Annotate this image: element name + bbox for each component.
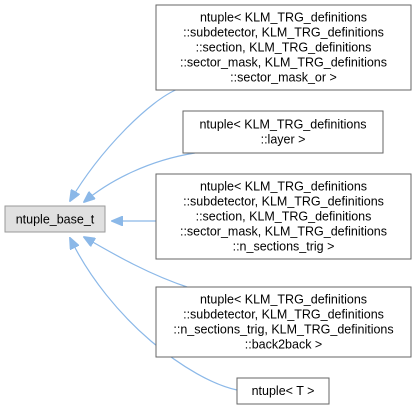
inheritance-edge-ntuple-back2back bbox=[84, 237, 191, 289]
class-node-box bbox=[155, 4, 412, 91]
class-node-label-line: ::subdetector, KLM_TRG_definitions bbox=[183, 195, 384, 209]
class-node-ntuple-t[interactable]: ntuple< T > bbox=[236, 377, 330, 405]
class-node-label-line: ::section, KLM_TRG_definitions bbox=[196, 210, 372, 224]
class-node-box bbox=[182, 110, 384, 154]
class-nodes: ntuple_base_t ntuple< KLM_TRG_definitions… bbox=[4, 4, 412, 405]
class-node-label-line: ntuple< KLM_TRG_definitions bbox=[200, 11, 367, 25]
class-node-label-line: ::section, KLM_TRG_definitions bbox=[196, 41, 372, 55]
base-class-node[interactable]: ntuple_base_t bbox=[4, 205, 106, 233]
class-node-label-line: ::subdetector, KLM_TRG_definitions bbox=[183, 26, 384, 40]
class-node-ntuple-back2back[interactable]: ntuple< KLM_TRG_definitions::subdetector… bbox=[155, 286, 412, 358]
base-class-label: ntuple_base_t bbox=[16, 213, 95, 227]
class-node-label-line: ::sector_mask, KLM_TRG_definitions bbox=[180, 56, 387, 70]
class-node-label-line: ::sector_mask, KLM_TRG_definitions bbox=[180, 225, 387, 239]
inheritance-edge-ntuple-layer bbox=[84, 152, 196, 202]
class-node-label-line: ::n_sections_trig > bbox=[233, 240, 335, 254]
class-node-label-line: ntuple< T > bbox=[252, 384, 315, 398]
class-node-label-line: ::subdetector, KLM_TRG_definitions bbox=[183, 308, 384, 322]
base-class-box bbox=[4, 205, 106, 233]
class-node-box bbox=[155, 286, 412, 358]
class-node-label-line: ::layer > bbox=[261, 133, 306, 147]
class-node-label-line: ntuple< KLM_TRG_definitions bbox=[200, 293, 367, 307]
class-node-label-line: ::back2back > bbox=[245, 338, 322, 352]
inheritance-edge-ntuple-sector-mask-or bbox=[70, 88, 179, 201]
class-node-ntuple-sector-mask-or[interactable]: ntuple< KLM_TRG_definitions::subdetector… bbox=[155, 4, 412, 91]
inheritance-edges bbox=[70, 88, 238, 391]
class-node-ntuple-n-sections-trig[interactable]: ntuple< KLM_TRG_definitions::subdetector… bbox=[155, 173, 412, 260]
inheritance-edge-ntuple-t bbox=[70, 238, 238, 391]
class-node-box bbox=[236, 377, 330, 405]
class-node-ntuple-layer[interactable]: ntuple< KLM_TRG_definitions::layer > bbox=[182, 110, 384, 154]
class-node-box bbox=[155, 173, 412, 260]
class-node-label-line: ::n_sections_trig, KLM_TRG_definitions bbox=[173, 323, 393, 337]
class-node-label-line: ntuple< KLM_TRG_definitions bbox=[199, 118, 366, 132]
class-node-label-line: ::sector_mask_or > bbox=[230, 71, 337, 85]
class-node-label-line: ntuple< KLM_TRG_definitions bbox=[200, 180, 367, 194]
